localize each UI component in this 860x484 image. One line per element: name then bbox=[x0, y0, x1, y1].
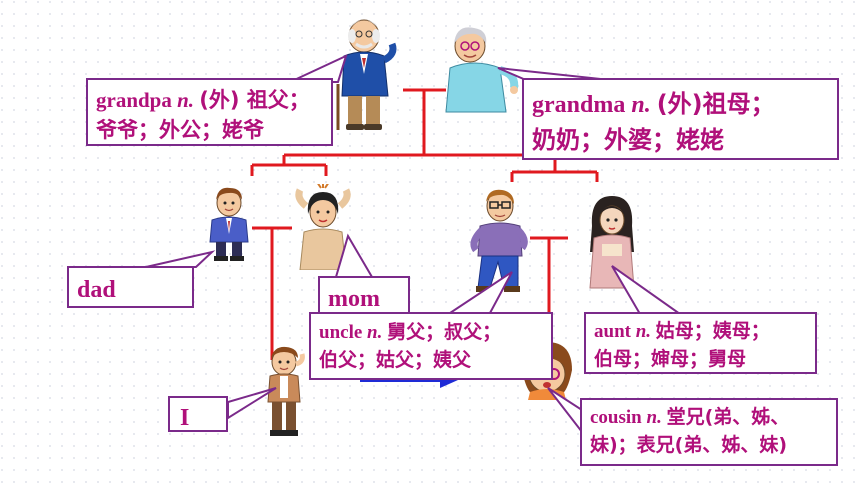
cousin-meaning-2: 妹)；表兄(弟、姊、妹) bbox=[590, 433, 788, 456]
me-label: I bbox=[168, 396, 228, 432]
mom-word: mom bbox=[328, 286, 380, 312]
dad-label: dad bbox=[67, 266, 194, 308]
grandpa-meaning-2: 爷爷；外公；姥爷 bbox=[96, 118, 264, 143]
cousin-pos: n. bbox=[646, 407, 662, 428]
uncle-meaning-2: 伯父；姑父；姨父 bbox=[319, 348, 472, 371]
mom-icon bbox=[295, 184, 351, 270]
cousin-meaning-1: 堂兄(弟、姊、 bbox=[666, 406, 790, 428]
cousin-word: cousin bbox=[590, 407, 642, 428]
me-word: I bbox=[180, 405, 190, 431]
uncle-pos: n. bbox=[367, 322, 383, 343]
dad-icon bbox=[209, 187, 249, 261]
grandpa-word: grandpa bbox=[96, 88, 172, 112]
aunt-word: aunt bbox=[594, 321, 631, 342]
uncle-word: uncle bbox=[319, 322, 363, 343]
aunt-meaning-2: 伯母；婶母；舅母 bbox=[594, 347, 747, 370]
aunt-meaning-1: 姑母；姨母； bbox=[655, 320, 770, 342]
grandma-meaning-2: 奶奶；外婆；姥姥 bbox=[532, 125, 724, 154]
grandma-meaning-1: (外)祖母； bbox=[656, 90, 775, 118]
cousin-label: cousin n. 堂兄(弟、姊、 妹)；表兄(弟、姊、妹) bbox=[580, 398, 838, 466]
aunt-pos: n. bbox=[635, 321, 652, 342]
uncle-label: uncle n. 舅父；叔父； 伯父；姑父；姨父 bbox=[309, 312, 553, 380]
grandpa-meaning-1: (外) 祖父； bbox=[199, 88, 310, 112]
grandma-pos: n. bbox=[631, 92, 651, 118]
uncle-meaning-1: 舅父；叔父； bbox=[387, 321, 502, 343]
grandma-icon bbox=[445, 27, 519, 113]
grandpa-pos: n. bbox=[177, 88, 195, 112]
mom-label: mom bbox=[318, 276, 410, 316]
grandpa-label: grandpa n. (外) 祖父； 爷爷；外公；姥爷 bbox=[86, 78, 333, 146]
grandma-word: grandma bbox=[532, 92, 626, 118]
grandpa-icon bbox=[336, 19, 397, 130]
aunt-label: aunt n. 姑母；姨母； 伯母；婶母；舅母 bbox=[584, 312, 817, 374]
grandma-label: grandma n. (外)祖母； 奶奶；外婆；姥姥 bbox=[522, 78, 839, 160]
boy-icon bbox=[267, 346, 305, 436]
dad-word: dad bbox=[77, 277, 116, 303]
